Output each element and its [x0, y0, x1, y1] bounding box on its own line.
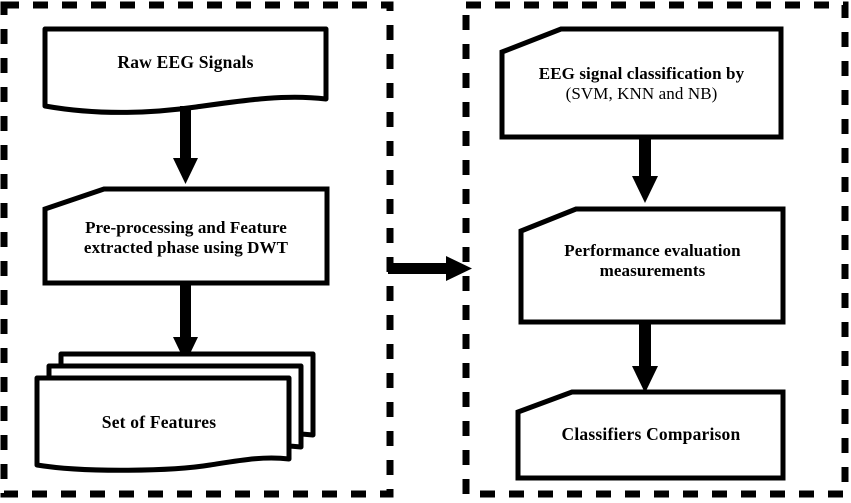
node-set-of-features[interactable] — [34, 351, 316, 473]
edge-preproc-to-features — [173, 283, 198, 363]
node-preprocessing-feature-extraction[interactable] — [42, 186, 330, 286]
node-performance-evaluation[interactable] — [518, 206, 786, 325]
node-eeg-signal-classification[interactable] — [499, 26, 784, 140]
node-raw-eeg-signals[interactable] — [42, 26, 329, 115]
edge-raw-to-preproc — [173, 106, 198, 184]
edge-left-to-right — [388, 256, 472, 281]
group-right-panel — [462, 1, 849, 498]
edge-perf-to-comparison — [632, 322, 658, 393]
edge-classif-to-perf — [632, 137, 658, 203]
node-classifiers-comparison[interactable] — [515, 389, 786, 481]
features-sheet-front — [34, 375, 292, 473]
